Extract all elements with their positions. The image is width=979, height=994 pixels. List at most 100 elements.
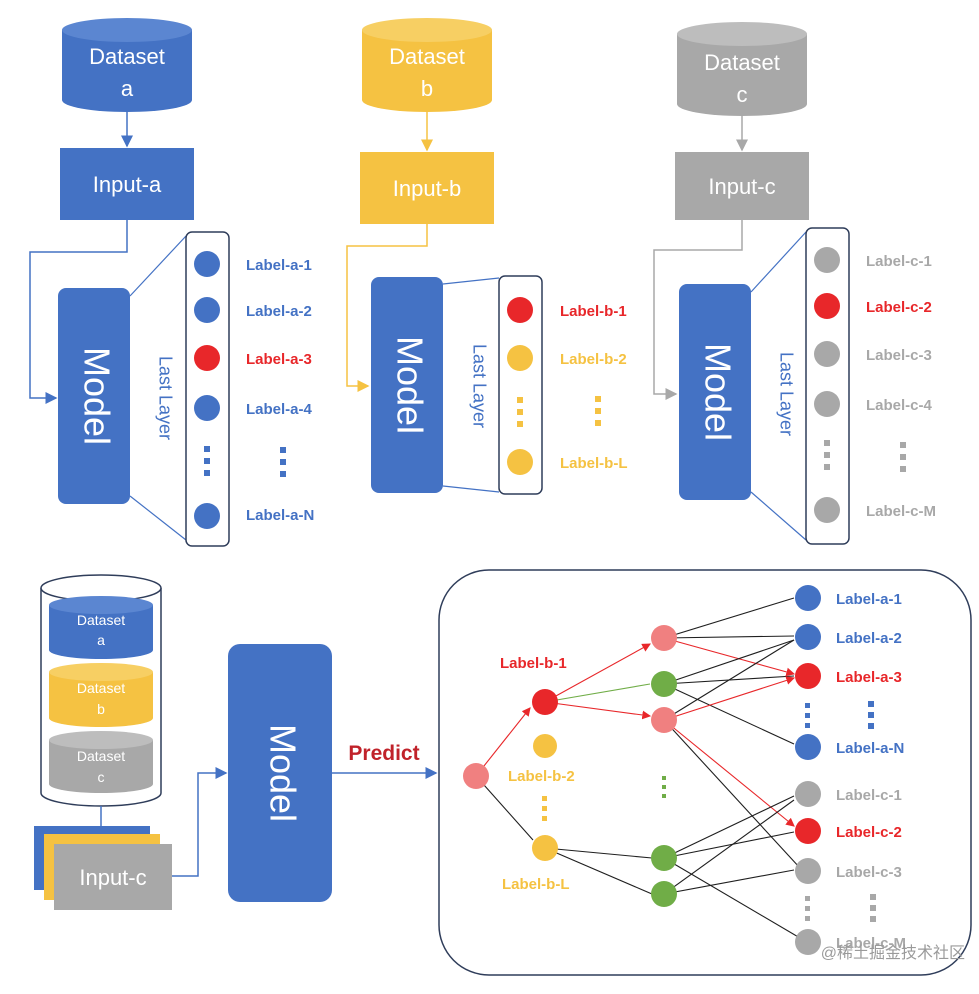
hidden-node-2	[651, 671, 677, 697]
arrow-input-c-model	[653, 220, 743, 400]
model-a-label: Model	[76, 347, 117, 445]
node-a-4	[194, 395, 220, 421]
layer-b-fan-top	[442, 277, 500, 285]
predict-label: Predict	[348, 742, 419, 765]
graph-label-a-n: Label-a-N	[836, 740, 904, 757]
out-node-a-2	[795, 624, 821, 650]
graph-label-a-ellipsis	[868, 701, 874, 729]
stack-c-label-1: Dataset	[77, 748, 125, 764]
label-a-3: Label-a-3	[246, 351, 312, 368]
stack-c-label-2: c	[98, 769, 105, 785]
last-layer-a-label: Last Layer	[155, 356, 175, 440]
bottom-input-label: Input-c	[79, 865, 146, 890]
arrow-input-model-bottom	[172, 767, 228, 877]
graph-label-a-1: Label-a-1	[836, 591, 902, 608]
label-a-2: Label-a-2	[246, 303, 312, 320]
label-c-2: Label-c-2	[866, 299, 932, 316]
node-a-2	[194, 297, 220, 323]
label-a-n: Label-a-N	[246, 507, 314, 524]
node-c-3	[814, 341, 840, 367]
graph-edges	[475, 597, 801, 939]
out-node-c-1	[795, 781, 821, 807]
graph-node-b-1	[532, 689, 558, 715]
graph-label-c-3: Label-c-3	[836, 864, 902, 881]
node-b-1	[507, 297, 533, 323]
dataset-a-cylinder: Dataset a	[62, 18, 192, 112]
dataset-c-cylinder: Dataset c	[677, 22, 807, 116]
model-a-box	[58, 288, 130, 504]
model-c-box	[679, 284, 751, 500]
label-a-ellipsis	[280, 447, 286, 477]
input-b-box	[360, 152, 494, 224]
label-b-2: Label-b-2	[560, 351, 627, 368]
arrow-input-a-model	[29, 220, 128, 404]
stacked-input-gray	[54, 844, 172, 910]
hidden-node-5	[651, 881, 677, 907]
graph-label-c-m: Label-c-M	[836, 935, 906, 952]
stack-b-label-1: Dataset	[77, 680, 125, 696]
graph-label-b-l: Label-b-L	[502, 876, 570, 893]
pipeline-c: Dataset c Input-c Model Last Layer Label…	[653, 22, 936, 545]
node-a-ellipsis	[204, 446, 210, 476]
hidden-node-4	[651, 845, 677, 871]
dataset-b-cylinder: Dataset b	[362, 18, 492, 112]
graph-b-ellipsis	[542, 796, 547, 821]
label-c-1: Label-c-1	[866, 253, 932, 270]
label-c-m: Label-c-M	[866, 503, 936, 520]
input-a-label: Input-a	[93, 172, 162, 197]
label-b-l: Label-b-L	[560, 455, 628, 472]
graph-node-b-2	[533, 734, 557, 758]
layer-c-fan-top	[750, 231, 807, 293]
pipeline-a: Dataset a Input-a Model Last Layer Label…	[29, 18, 314, 547]
last-layer-b-label: Last Layer	[469, 344, 489, 428]
label-a-1: Label-a-1	[246, 257, 312, 274]
graph-label-c-2: Label-c-2	[836, 824, 902, 841]
out-a-ellipsis	[805, 703, 810, 728]
out-node-a-3	[795, 663, 821, 689]
stack-b-label-2: b	[97, 701, 105, 717]
dataset-a-label-1: Dataset	[89, 44, 165, 69]
dataset-b-label-2: b	[421, 76, 433, 101]
pipeline-b: Dataset b Input-b Model Last Layer Label…	[346, 18, 628, 495]
prediction-panel	[438, 569, 972, 976]
out-c-ellipsis	[805, 896, 810, 921]
graph-nodes	[463, 585, 821, 955]
input-a-box	[60, 148, 194, 220]
model-c-label: Model	[697, 343, 738, 441]
arrow-input-b-model	[346, 224, 428, 392]
input-b-label: Input-b	[393, 176, 462, 201]
watermark: @稀土掘金技术社区	[821, 944, 965, 962]
dataset-a-label-2: a	[121, 76, 134, 101]
node-a-3	[194, 345, 220, 371]
graph-label-c-ellipsis	[870, 894, 876, 922]
graph-label-a-3: Label-a-3	[836, 669, 902, 686]
input-c-box	[675, 152, 809, 220]
node-a-n	[194, 503, 220, 529]
label-b-ellipsis	[595, 396, 601, 426]
node-c-ellipsis	[824, 440, 830, 470]
model-b-label: Model	[389, 336, 430, 434]
layer-a-fan-bottom	[129, 495, 187, 541]
graph-label-b-2: Label-b-2	[508, 768, 575, 785]
out-node-c-m	[795, 929, 821, 955]
graph-label-b-1: Label-b-1	[500, 655, 567, 672]
bottom-model-box	[228, 644, 332, 902]
stack-a-label-1: Dataset	[77, 612, 125, 628]
layer-b-fan-bottom	[442, 485, 500, 493]
layer-c-box	[805, 227, 850, 545]
layer-a-box	[185, 231, 230, 547]
graph-label-c-1: Label-c-1	[836, 787, 902, 804]
dataset-c-label-2: c	[737, 82, 748, 107]
combined-datasets: Dataset a Dataset b Dataset c	[40, 574, 162, 807]
graph-node-b-l	[532, 835, 558, 861]
node-b-2	[507, 345, 533, 371]
layer-a-fan-top	[129, 235, 187, 297]
label-a-4: Label-a-4	[246, 401, 313, 418]
stack-a-label-2: a	[97, 632, 105, 648]
node-c-2	[814, 293, 840, 319]
node-b-ellipsis	[517, 397, 523, 427]
out-node-a-n	[795, 734, 821, 760]
hidden-node-3	[651, 707, 677, 733]
out-node-a-1	[795, 585, 821, 611]
